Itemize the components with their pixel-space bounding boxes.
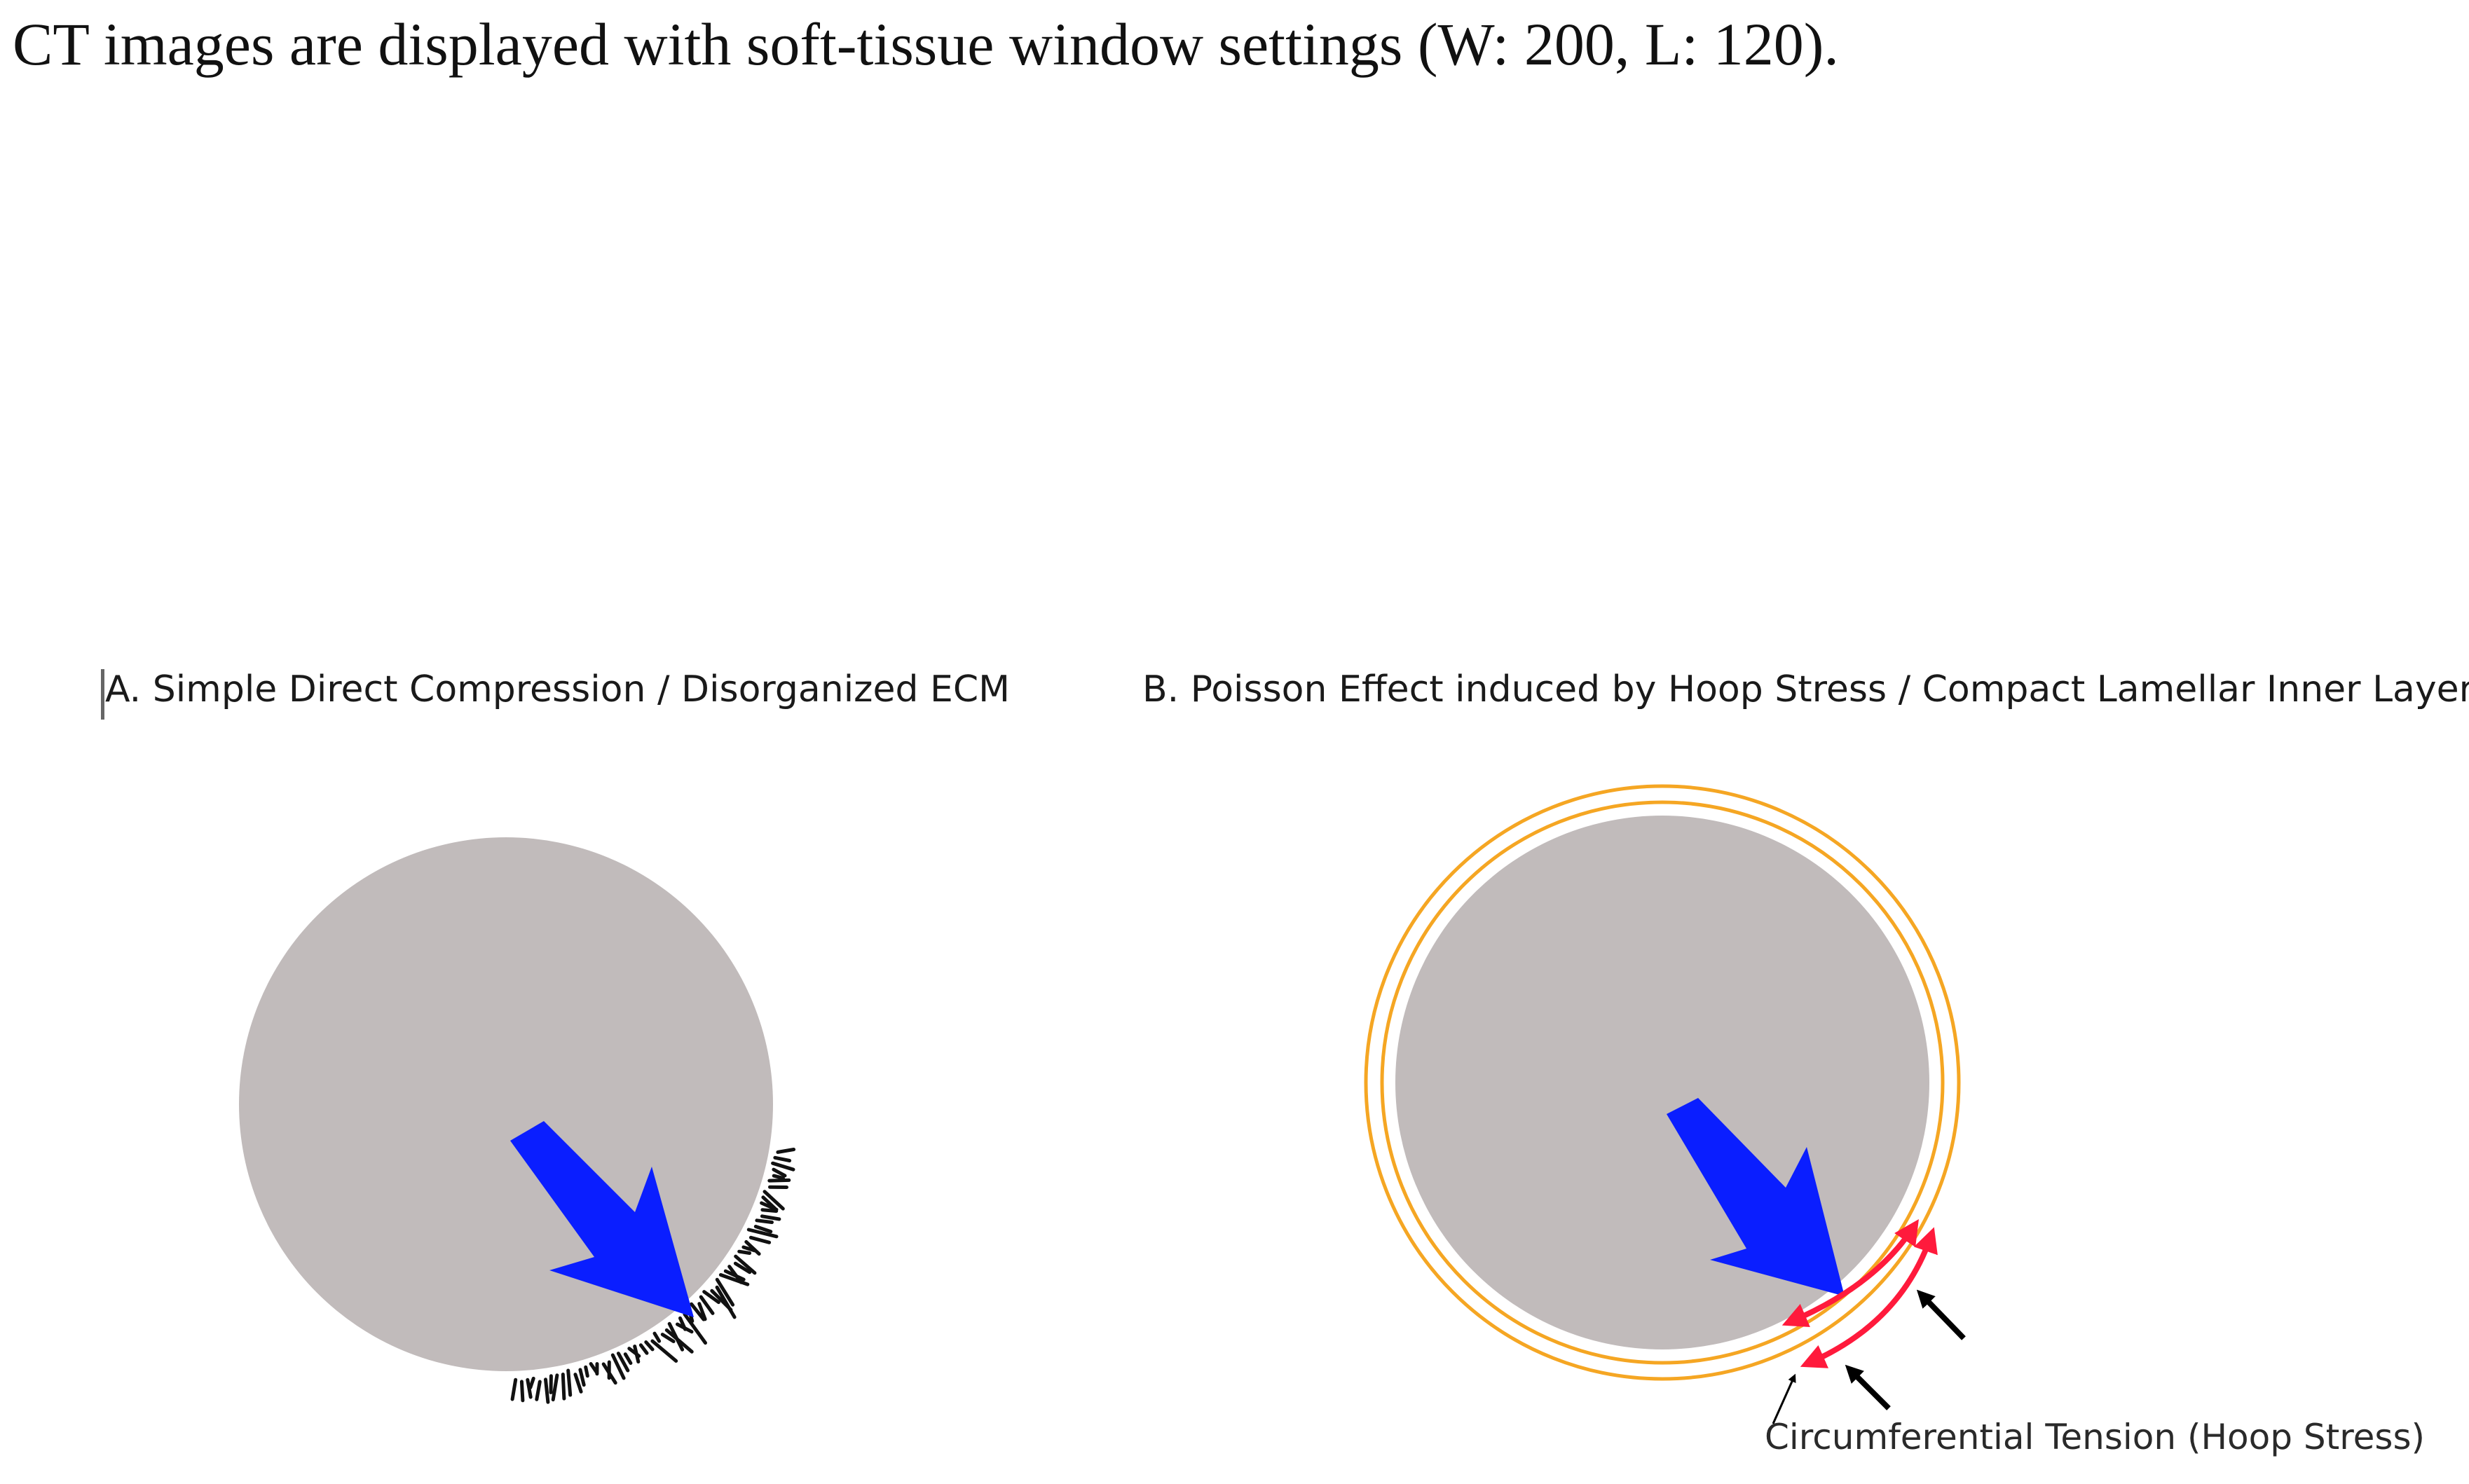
ecm-fiber xyxy=(697,1302,707,1321)
panel-b-annotation-leader xyxy=(1772,1373,1796,1424)
ecm-fiber xyxy=(710,1289,733,1312)
ecm-fiber xyxy=(718,1273,750,1286)
ecm-fiber xyxy=(733,1261,752,1275)
ecm-fiber xyxy=(762,1190,785,1211)
ecm-fiber xyxy=(734,1254,757,1275)
ecm-fiber xyxy=(746,1228,779,1239)
ecm-fiber xyxy=(660,1333,676,1343)
ecm-fiber xyxy=(623,1352,633,1365)
ecm-fiber xyxy=(760,1201,779,1211)
ecm-fiber xyxy=(510,1377,518,1401)
ecm-fiber xyxy=(551,1373,559,1402)
ecm-fiber xyxy=(566,1368,573,1397)
ecm-fiber xyxy=(616,1352,630,1373)
ecm-fiber xyxy=(771,1161,795,1172)
ecm-fiber xyxy=(561,1373,566,1401)
ecm-fiber xyxy=(702,1290,720,1305)
panel-a-diagram xyxy=(239,837,796,1404)
ecm-fiber xyxy=(699,1295,715,1315)
ecm-fiber xyxy=(544,1377,550,1404)
panel-a-disorganized-fibers xyxy=(510,1148,796,1404)
ecm-fiber xyxy=(664,1328,694,1354)
figure-caption: CT images are displayed with soft-tissue… xyxy=(13,11,1839,78)
ecm-fiber xyxy=(744,1239,761,1256)
ecm-fiber xyxy=(601,1362,617,1385)
ecm-fiber xyxy=(627,1347,641,1358)
panel-b-hoop-tension-arrow-outer xyxy=(1800,1227,1938,1368)
panel-b-pointer-arrow-right xyxy=(1916,1289,1966,1340)
ecm-fiber xyxy=(650,1339,678,1363)
ecm-fiber xyxy=(723,1269,746,1282)
ecm-fiber xyxy=(753,1225,773,1234)
ecm-fiber xyxy=(578,1368,586,1387)
panel-b-outer-lamella xyxy=(1364,784,1961,1381)
ecm-fiber xyxy=(535,1380,542,1401)
ecm-fiber xyxy=(748,1235,772,1244)
ecm-fiber xyxy=(773,1155,792,1162)
ecm-fiber xyxy=(760,1208,779,1213)
ecm-fiber xyxy=(741,1245,757,1253)
panel-a-title: A. Simple Direct Compression / Disorgani… xyxy=(105,668,1011,710)
ecm-fiber xyxy=(638,1343,649,1355)
ecm-fiber xyxy=(589,1362,599,1374)
hoop-stress-annotation: Circumferential Tension (Hoop Stress) xyxy=(1765,1417,2426,1457)
ecm-fiber xyxy=(776,1148,796,1154)
ecm-fiber xyxy=(683,1312,707,1345)
panel-b-diagram xyxy=(1364,784,1966,1424)
ecm-fiber xyxy=(644,1340,655,1352)
ecm-fiber xyxy=(772,1174,785,1181)
panel-b-inner-lamella xyxy=(1380,800,1945,1365)
ecm-fiber xyxy=(610,1353,626,1380)
ecm-fiber xyxy=(584,1365,589,1378)
ecm-fiber xyxy=(526,1377,533,1399)
panel-b-tissue-disc xyxy=(1395,816,1929,1349)
ecm-fiber xyxy=(760,1214,781,1221)
ecm-fiber xyxy=(676,1322,694,1334)
panel-a-compression-arrow xyxy=(510,1121,694,1317)
panel-b-title: B. Poisson Effect induced by Hoop Stress… xyxy=(1142,668,2469,710)
ecm-fiber xyxy=(737,1249,752,1255)
ecm-fiber xyxy=(573,1373,583,1394)
ecm-fiber xyxy=(715,1277,735,1307)
ecm-fiber xyxy=(772,1167,787,1178)
ecm-fiber xyxy=(755,1218,774,1224)
ecm-fiber xyxy=(767,1178,791,1183)
ecm-fiber xyxy=(652,1331,662,1343)
ecm-fiber xyxy=(690,1302,706,1321)
text-cursor-mark xyxy=(101,669,104,720)
ecm-fiber xyxy=(528,1376,535,1389)
panel-a-tissue-disc xyxy=(239,837,773,1371)
panel-b-pointer-arrow-bottom xyxy=(1845,1364,1891,1410)
ecm-fiber xyxy=(519,1380,525,1403)
